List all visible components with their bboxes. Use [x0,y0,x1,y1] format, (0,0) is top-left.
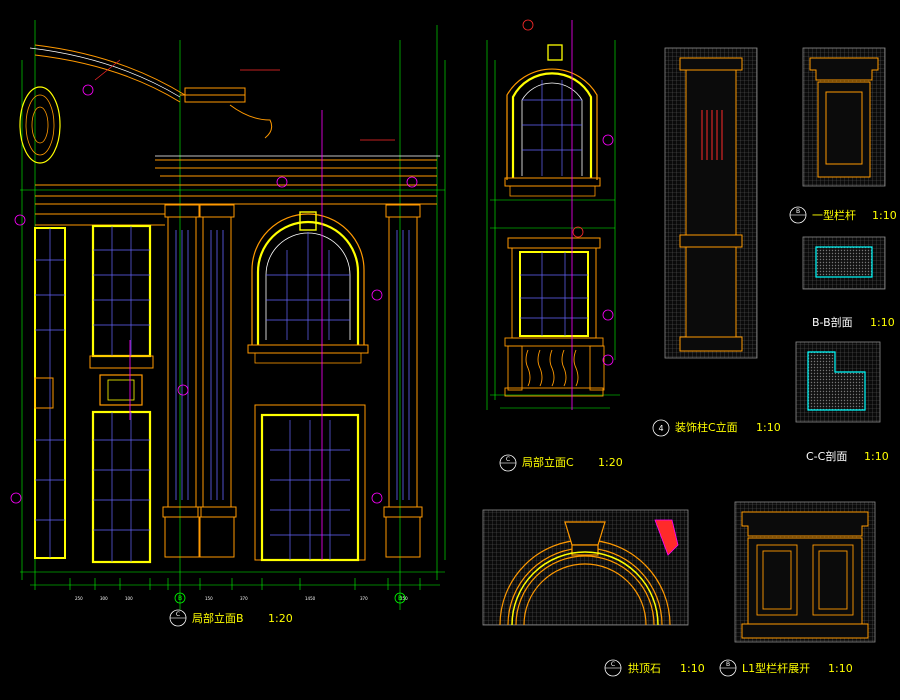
caption-baluster-l1: B L1型栏杆展开 1:10 [719,659,853,677]
svg-text:250: 250 [400,596,408,601]
svg-text:370: 370 [360,596,368,601]
svg-text:C-C剖面: C-C剖面 [806,449,847,463]
caption-column-c: 4 装饰柱C立面 1:10 [652,419,781,437]
keystone-detail: C 拱顶石 1:10 [482,509,705,677]
svg-text:装饰柱C立面: 装饰柱C立面 [675,420,738,434]
svg-text:150: 150 [205,596,213,601]
baluster-type-1: B 一型栏杆 1:10 [789,47,897,224]
caption-section-bb: B-B剖面 1:10 [812,315,895,329]
svg-text:1:10: 1:10 [756,421,781,434]
svg-text:B: B [796,208,800,215]
window-left-2 [89,224,154,564]
svg-text:1:10: 1:10 [680,662,705,675]
svg-text:C: C [611,661,615,668]
section-bb: B-B剖面 1:10 [802,236,895,329]
window-left-1 [34,227,66,559]
arched-window-b [247,211,369,364]
arched-window-c [504,44,601,197]
svg-text:局部立面B: 局部立面B [192,611,244,625]
svg-text:B: B [178,595,182,602]
svg-text:1450: 1450 [305,596,316,601]
axis-marker-right: B [394,592,406,604]
svg-text:拱顶石: 拱顶石 [628,661,661,675]
column-c-elevation: 4 装饰柱C立面 1:10 [652,47,781,437]
baluster-l1: B L1型栏杆展开 1:10 [719,501,876,677]
svg-text:1:10: 1:10 [828,662,853,675]
svg-text:B-B剖面: B-B剖面 [812,315,853,329]
svg-text:300: 300 [100,596,108,601]
svg-text:4: 4 [658,424,663,433]
svg-text:1:10: 1:10 [872,209,897,222]
caption-elevation-b: C 局部立面B 1:20 [169,609,293,627]
svg-text:370: 370 [240,596,248,601]
door-b [254,404,366,562]
elevation-c: C 局部立面C 1:20 [486,19,623,472]
svg-text:一型栏杆: 一型栏杆 [812,208,856,222]
svg-text:C: C [176,611,180,618]
svg-text:L1型栏杆展开: L1型栏杆展开 [742,661,810,675]
svg-text:B: B [398,595,402,602]
caption-section-cc: C-C剖面 1:10 [806,449,889,463]
svg-text:1:20: 1:20 [268,612,293,625]
svg-text:1:10: 1:10 [864,450,889,463]
section-cc: C-C剖面 1:10 [795,341,889,463]
columns-group [162,204,423,558]
balustrade-c [504,337,605,397]
window-c-lower [507,237,601,339]
elevation-b: 250 300 100 150 370 1450 370 250 B B C 局部立面B … [10,20,446,627]
caption-keystone: C 拱顶石 1:10 [604,659,705,677]
svg-text:1:20: 1:20 [598,456,623,469]
svg-text:B: B [726,661,730,668]
svg-text:100: 100 [125,596,133,601]
caption-baluster-1: B 一型栏杆 1:10 [789,206,897,224]
svg-text:C: C [506,456,510,463]
svg-text:250: 250 [75,596,83,601]
svg-text:局部立面C: 局部立面C [522,455,574,469]
axis-marker-left: B [174,592,186,604]
caption-elevation-c: C 局部立面C 1:20 [499,454,623,472]
svg-text:1:10: 1:10 [870,316,895,329]
